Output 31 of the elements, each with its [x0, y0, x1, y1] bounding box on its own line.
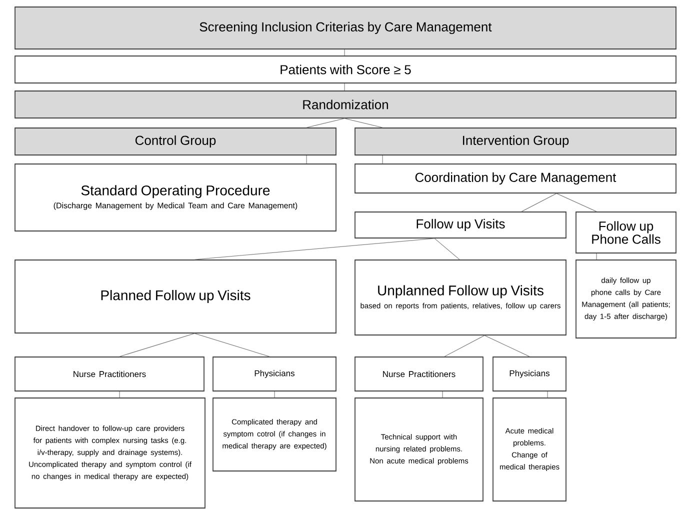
- connector-line: [521, 193, 557, 212]
- process-box: Follow up Phone Calls: [576, 212, 676, 254]
- role-box: Nurse Practitioners: [354, 356, 484, 392]
- connector-line: [442, 391, 443, 398]
- group-box: Intervention Group: [354, 128, 676, 156]
- process-box: Coordination by Care Management: [354, 164, 676, 194]
- process-box: Patients with Score ≥ 5: [14, 56, 676, 84]
- process-box: Standard Operating Procedure (Discharge Management by Medical Team and Care Management): [14, 164, 336, 232]
- connector-line: [547, 391, 548, 398]
- process-box: Randomization: [14, 90, 676, 118]
- connector-line: [119, 391, 120, 398]
- connector-line: [344, 49, 345, 56]
- process-box: Planned Follow up Visits: [14, 260, 336, 334]
- role-box: Nurse Practitioners: [14, 356, 204, 392]
- connector-line: [434, 238, 460, 260]
- connector-line: [596, 253, 597, 260]
- connector-line: [382, 155, 383, 164]
- connector-line: [344, 83, 345, 91]
- connector-line: [194, 238, 435, 260]
- connector-line: [556, 193, 597, 212]
- connector-line: [274, 391, 275, 398]
- process-box: Follow up Visits: [354, 212, 566, 238]
- role-box: Physicians: [212, 356, 336, 392]
- connector-line: [444, 335, 485, 357]
- heading-box: Screening Inclusion Criterias by Care Management: [14, 6, 676, 50]
- connector-line: [194, 333, 270, 357]
- connector-line: [119, 333, 195, 357]
- role-box: Physicians: [492, 356, 566, 392]
- connector-line: [306, 155, 307, 164]
- group-box: Control Group: [14, 128, 336, 156]
- connector-line: [484, 335, 530, 357]
